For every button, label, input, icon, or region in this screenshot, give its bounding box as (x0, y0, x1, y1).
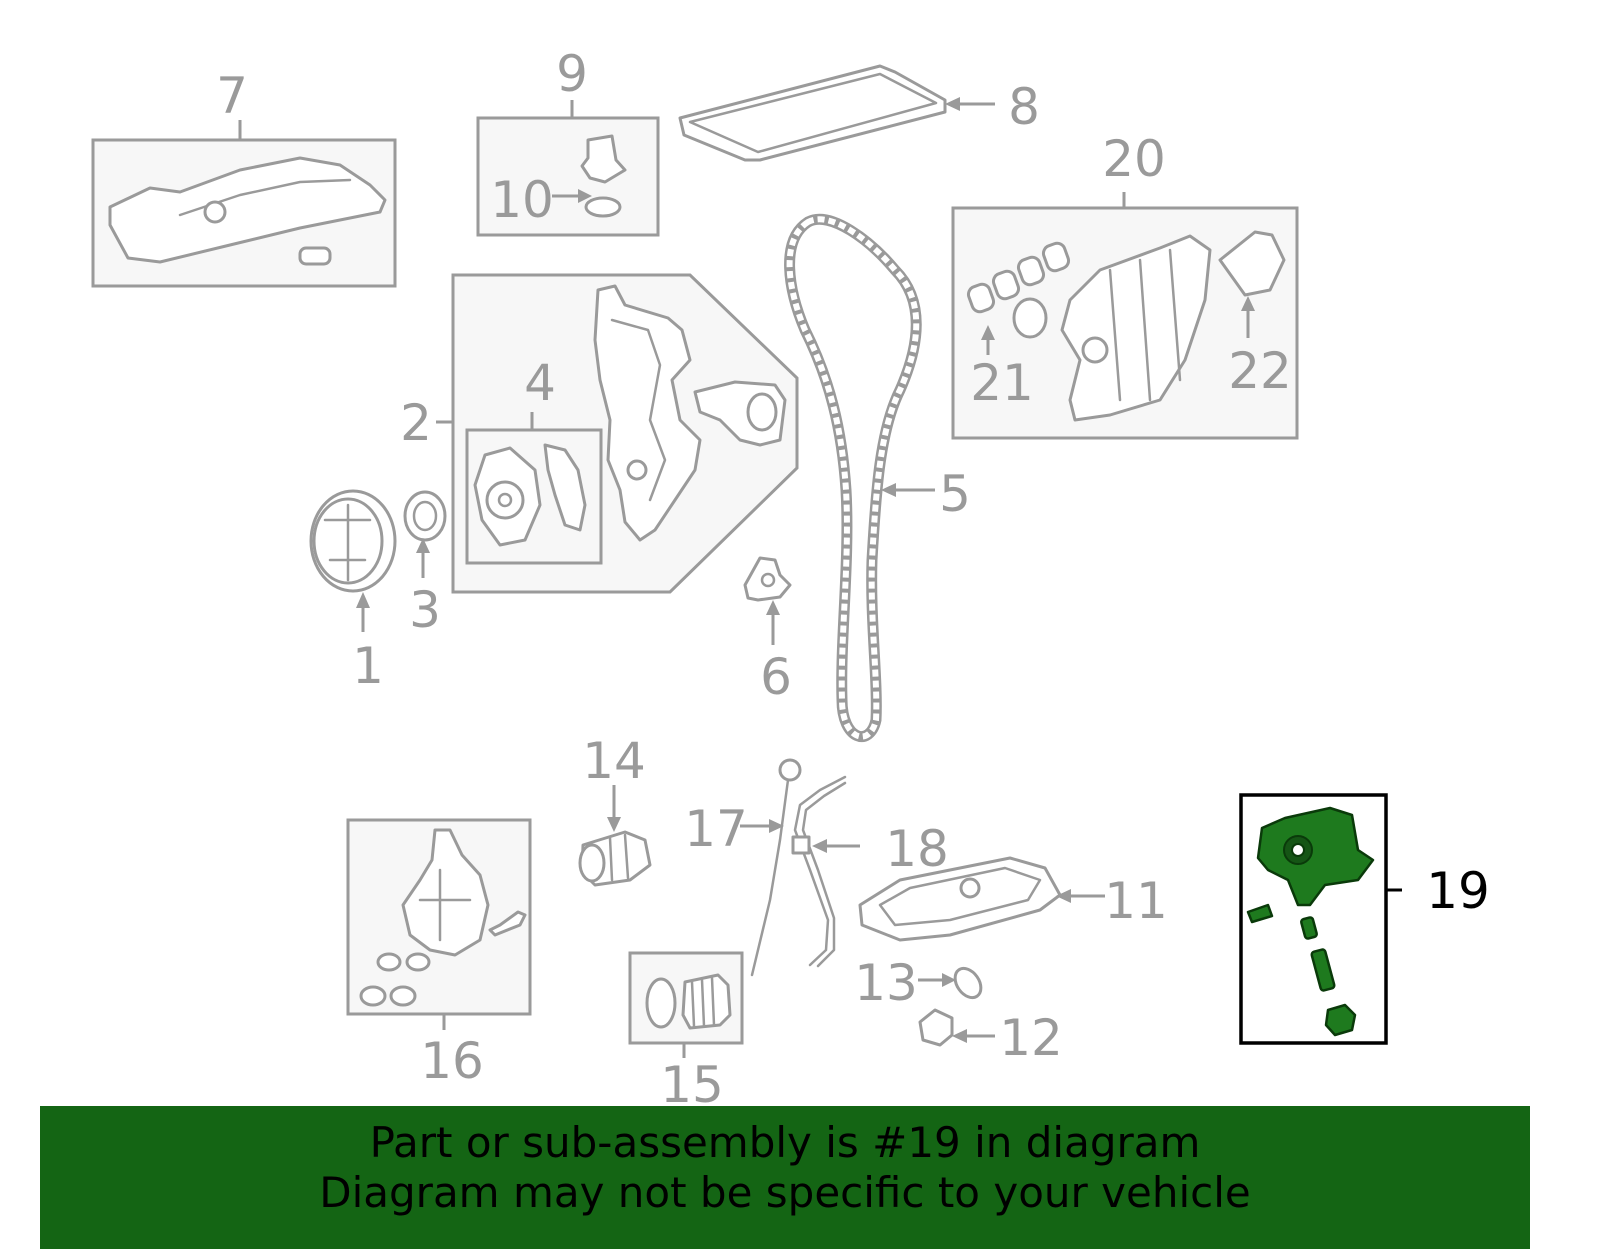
part-group-19-highlighted[interactable]: 19 (1239, 793, 1490, 1045)
part-group-9[interactable]: 9 10 (476, 45, 660, 237)
callout-21: 21 (970, 354, 1034, 412)
part-13[interactable]: 13 (854, 954, 986, 1012)
callout-12: 12 (999, 1009, 1063, 1067)
callout-19: 19 (1426, 862, 1490, 920)
callout-18: 18 (885, 820, 949, 878)
banner-line-2: Diagram may not be specific to your vehi… (319, 1168, 1251, 1217)
callout-8: 8 (1008, 78, 1040, 136)
part-group-2[interactable]: 2 4 (400, 273, 799, 594)
callout-2: 2 (400, 394, 432, 452)
callout-5: 5 (939, 465, 971, 523)
part-group-15[interactable]: 15 (628, 951, 744, 1114)
callout-16: 16 (420, 1032, 484, 1090)
callout-15: 15 (660, 1056, 724, 1114)
part-1[interactable]: 1 (309, 489, 397, 695)
callout-17: 17 (684, 800, 748, 858)
part-11[interactable]: 11 (858, 856, 1168, 942)
part-12[interactable]: 12 (918, 1008, 1063, 1067)
part-5[interactable]: 5 (784, 213, 971, 742)
notice-banner: Part or sub-assembly is #19 in diagram D… (40, 1106, 1530, 1249)
callout-9: 9 (556, 45, 588, 103)
callout-6: 6 (760, 648, 792, 706)
part-18[interactable]: 18 (791, 775, 949, 968)
part-8[interactable]: 8 (678, 64, 1040, 162)
part-group-20[interactable]: 20 21 22 (951, 130, 1299, 440)
callout-4: 4 (524, 354, 556, 412)
callout-3: 3 (409, 581, 441, 639)
callout-13: 13 (854, 954, 918, 1012)
callout-14: 14 (582, 732, 646, 790)
part-3[interactable]: 3 (403, 490, 447, 639)
part-17[interactable]: 17 (684, 758, 802, 977)
banner-line-1: Part or sub-assembly is #19 in diagram (369, 1118, 1201, 1167)
callout-1: 1 (352, 637, 384, 695)
callout-20: 20 (1102, 130, 1166, 188)
part-group-7[interactable]: 7 (91, 67, 397, 288)
callout-10: 10 (490, 171, 554, 229)
part-14[interactable]: 14 (578, 732, 652, 887)
callout-22: 22 (1228, 342, 1292, 400)
callout-7: 7 (216, 67, 248, 125)
callout-11: 11 (1104, 872, 1168, 930)
part-group-16[interactable]: 16 (346, 818, 532, 1090)
part-6[interactable]: 6 (743, 556, 792, 706)
